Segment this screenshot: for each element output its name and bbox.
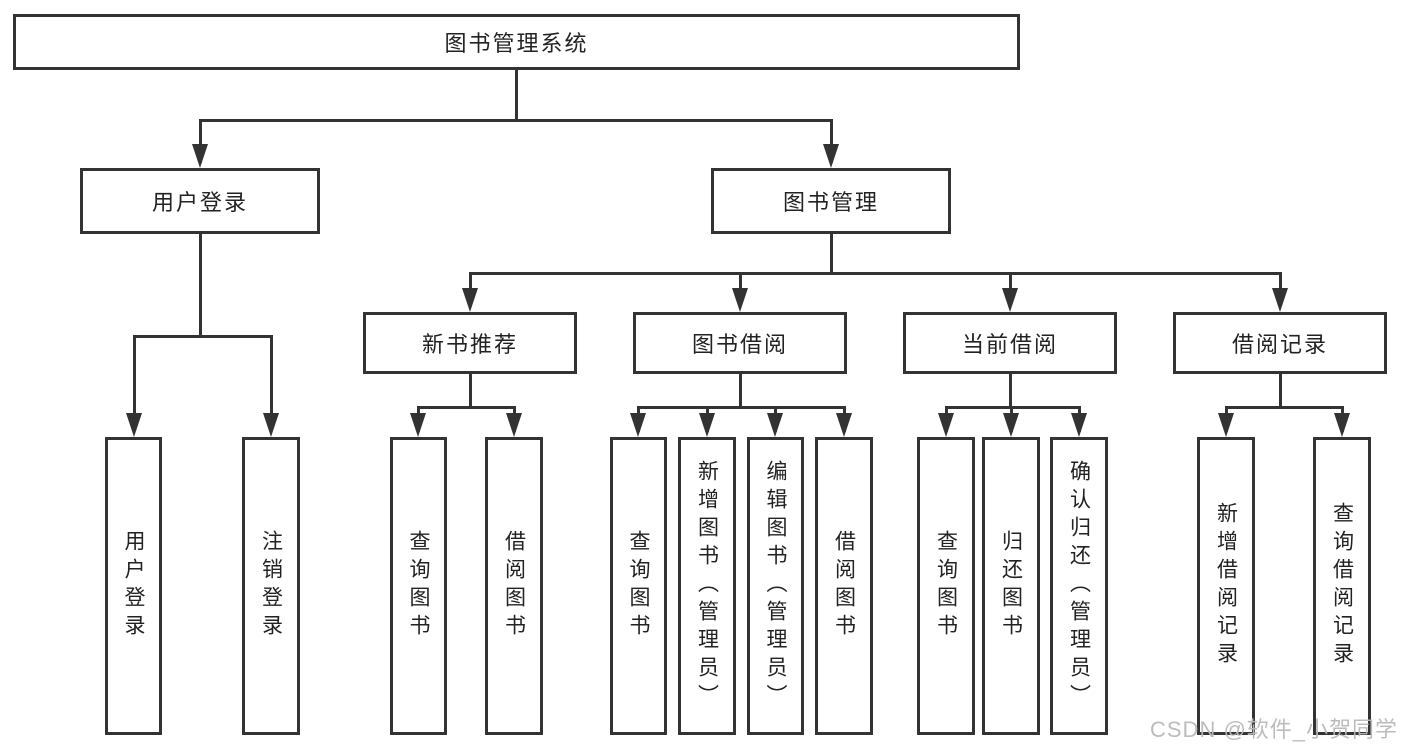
arrow-down-icon xyxy=(732,288,748,312)
arrow-down-icon xyxy=(823,144,839,168)
arrow-down-icon xyxy=(410,413,426,437)
connector-login-rail xyxy=(133,335,273,338)
arrow-down-icon xyxy=(767,413,783,437)
connector-records-stem xyxy=(1279,374,1282,408)
arrow-down-icon xyxy=(126,413,142,437)
connector-borrow-stem xyxy=(739,374,742,408)
leaf-edit-book-admin-label: 编辑图书（管理员） xyxy=(764,460,787,712)
leaf-query-books-current-label: 查询图书 xyxy=(934,530,958,642)
leaf-query-books-recommend-label: 查询图书 xyxy=(407,530,430,642)
node-book-management-label: 图书管理 xyxy=(782,190,879,215)
connector-current-stem xyxy=(1009,374,1012,408)
arrow-down-icon xyxy=(1003,413,1019,437)
node-current-borrow: 当前借阅 xyxy=(903,312,1117,374)
node-borrow-records-label: 借阅记录 xyxy=(1231,332,1328,357)
leaf-query-books-borrow: 查询图书 xyxy=(610,437,667,735)
arrow-down-icon xyxy=(1002,288,1018,312)
node-new-book-recommend: 新书推荐 xyxy=(363,312,577,374)
leaf-logout-label: 注销登录 xyxy=(259,530,283,642)
node-user-login: 用户登录 xyxy=(80,168,320,234)
node-library-system-label: 图书管理系统 xyxy=(444,31,589,56)
arrow-down-icon xyxy=(192,144,208,168)
arrow-down-icon xyxy=(506,413,522,437)
leaf-user-login: 用户登录 xyxy=(105,437,162,735)
connector-records-rail xyxy=(1225,406,1343,409)
leaf-confirm-return-admin: 确认归还（管理员） xyxy=(1050,437,1108,735)
leaf-return-book-label: 归还图书 xyxy=(999,530,1023,642)
node-borrow-records: 借阅记录 xyxy=(1173,312,1387,374)
node-book-borrow: 图书借阅 xyxy=(633,312,847,374)
connector-level3-rail xyxy=(469,272,1282,275)
connector-user-login-stem xyxy=(199,234,202,338)
leaf-query-borrow-record-label: 查询借阅记录 xyxy=(1330,502,1354,670)
node-current-borrow-label: 当前借阅 xyxy=(961,332,1058,357)
leaf-query-borrow-record: 查询借阅记录 xyxy=(1313,437,1371,735)
leaf-logout: 注销登录 xyxy=(242,437,300,735)
leaf-confirm-return-admin-label: 确认归还（管理员） xyxy=(1067,460,1091,712)
leaf-add-borrow-record: 新增借阅记录 xyxy=(1197,437,1255,735)
connector-borrow-rail xyxy=(637,406,845,409)
leaf-add-borrow-record-label: 新增借阅记录 xyxy=(1214,502,1238,670)
leaf-add-book-admin: 新增图书（管理员） xyxy=(678,437,736,735)
connector-drop-user-login xyxy=(199,119,202,163)
connector-drop-book-management xyxy=(830,119,833,163)
leaf-borrow-books-label: 借阅图书 xyxy=(832,530,856,642)
watermark: CSDN @软件_小贺同学 xyxy=(1150,717,1399,742)
connector-drop-leaf-login xyxy=(133,335,136,431)
arrow-down-icon xyxy=(1334,413,1350,437)
arrow-down-icon xyxy=(1071,413,1087,437)
leaf-return-book: 归还图书 xyxy=(982,437,1040,735)
leaf-query-books-current: 查询图书 xyxy=(917,437,975,735)
arrow-down-icon xyxy=(263,413,279,437)
leaf-edit-book-admin: 编辑图书（管理员） xyxy=(747,437,804,735)
node-new-book-recommend-label: 新书推荐 xyxy=(421,332,518,357)
leaf-borrow-books-recommend-label: 借阅图书 xyxy=(502,530,526,642)
arrow-down-icon xyxy=(836,413,852,437)
connector-root-stem xyxy=(515,70,518,121)
leaf-add-book-admin-label: 新增图书（管理员） xyxy=(695,460,719,712)
arrow-down-icon xyxy=(630,413,646,437)
connector-recommend-rail xyxy=(417,406,516,409)
leaf-borrow-books: 借阅图书 xyxy=(815,437,873,735)
node-library-system: 图书管理系统 xyxy=(13,14,1020,70)
node-book-borrow-label: 图书借阅 xyxy=(691,332,788,357)
arrow-down-icon xyxy=(938,413,954,437)
leaf-query-books-recommend: 查询图书 xyxy=(390,437,447,735)
connector-recommend-stem xyxy=(469,374,472,408)
leaf-query-books-borrow-label: 查询图书 xyxy=(627,530,650,642)
arrow-down-icon xyxy=(699,413,715,437)
connector-book-management-stem xyxy=(830,234,833,275)
node-user-login-label: 用户登录 xyxy=(151,190,248,215)
arrow-down-icon xyxy=(462,288,478,312)
leaf-borrow-books-recommend: 借阅图书 xyxy=(485,437,543,735)
leaf-user-login-label: 用户登录 xyxy=(122,530,145,642)
arrow-down-icon xyxy=(1272,288,1288,312)
connector-drop-leaf-logout xyxy=(270,335,273,431)
connector-level2-rail xyxy=(199,119,832,122)
arrow-down-icon xyxy=(1218,413,1234,437)
node-book-management: 图书管理 xyxy=(711,168,951,234)
